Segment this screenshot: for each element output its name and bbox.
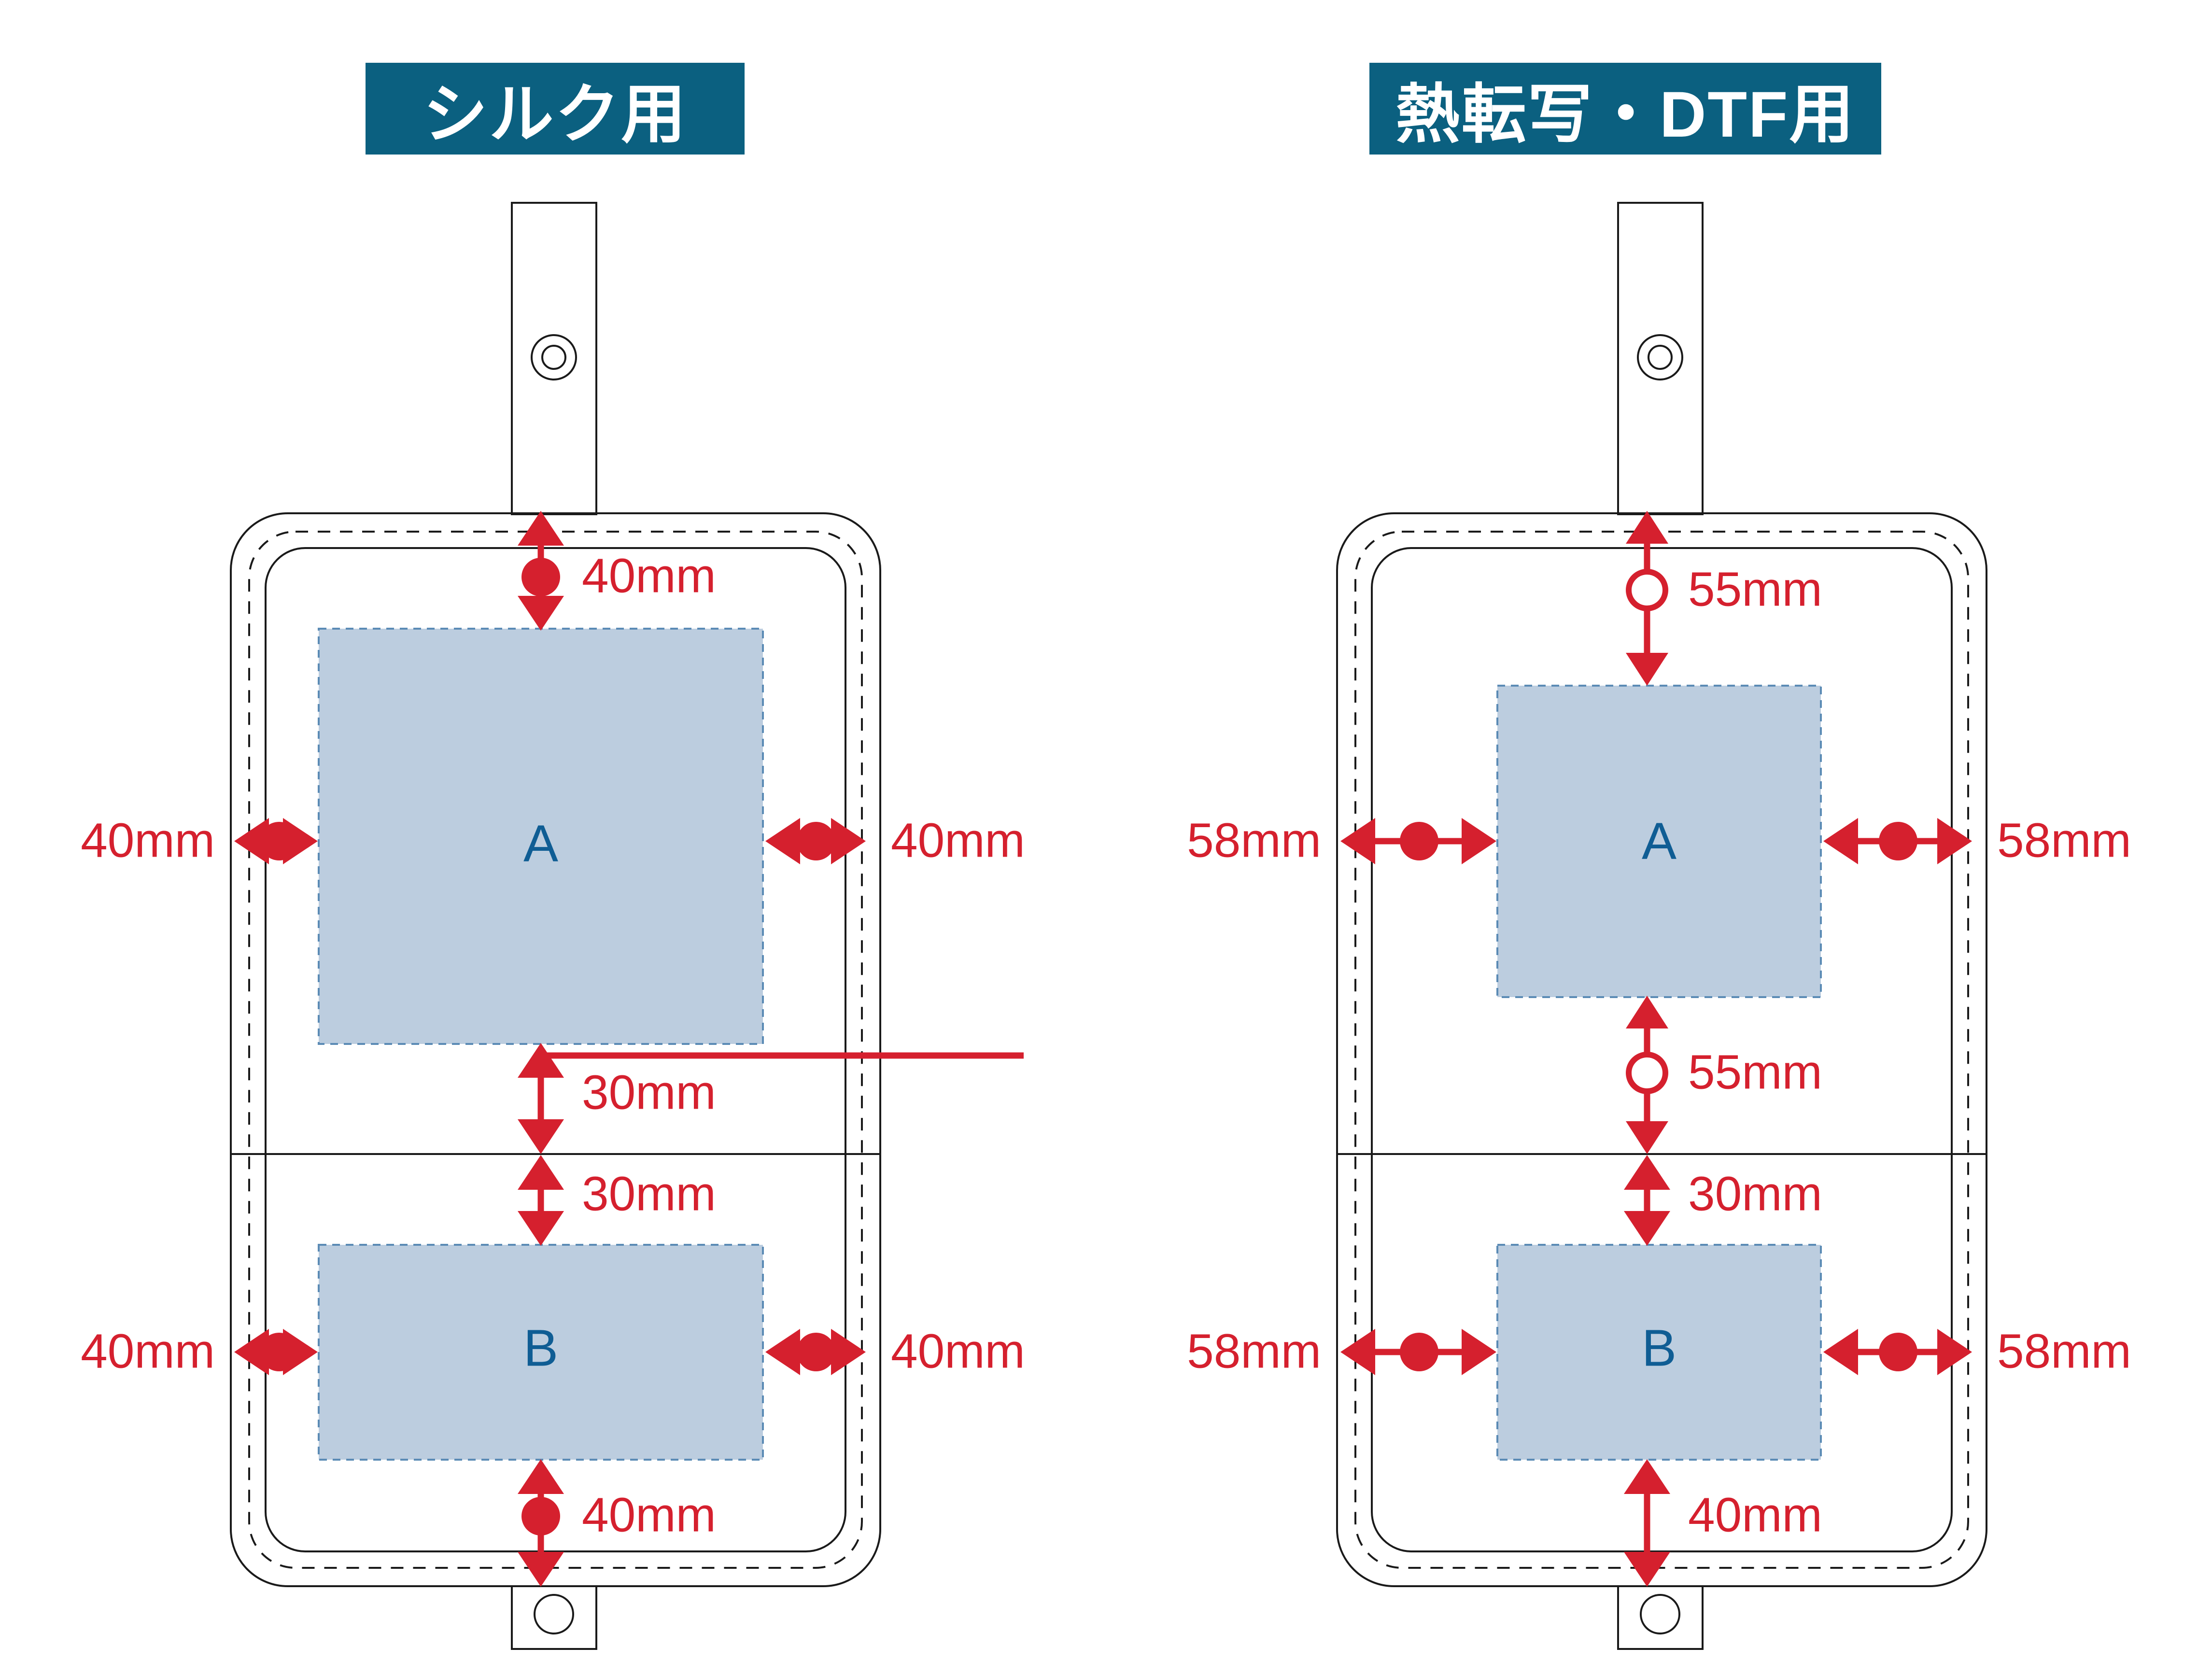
dimension-right-b-dot [1879, 1333, 1917, 1371]
dimension-mid-lower: 30mm [1624, 1155, 1822, 1246]
dimension-right-a: 58mm [1823, 813, 2131, 867]
dimension-right-b-dot [797, 1333, 835, 1371]
dimension-left-a: 58mm [1187, 813, 1496, 867]
dimension-left-a: 40mm [81, 813, 318, 867]
panel-title-heat-transfer-dtf: 熱転写・DTF用 [1369, 63, 1881, 155]
dimension-right-a-label: 40mm [891, 813, 1025, 867]
dimension-top: 40mm [518, 511, 716, 631]
silk-artwork: A B 40mm 40mm [81, 202, 1025, 1650]
bag-outline-inner [265, 547, 846, 1552]
print-area-b-label: B [1642, 1319, 1677, 1377]
print-area-b-label: B [523, 1319, 558, 1377]
dimension-right-b: 40mm [765, 1324, 1025, 1378]
top-tab [1617, 202, 1704, 515]
dimension-mid-upper-label: 30mm [582, 1065, 716, 1119]
panel-title-silk: シルク用 [366, 63, 745, 155]
dimension-left-b-dot [260, 1333, 298, 1371]
dimension-mid-upper: 55mm [1626, 996, 1822, 1154]
dimension-left-b: 58mm [1187, 1324, 1496, 1378]
dimension-right-b: 58mm [1823, 1324, 2131, 1378]
dimension-mid-upper: 30mm [518, 1043, 1024, 1154]
dimension-bottom-label: 40mm [582, 1488, 716, 1542]
dimension-mid-lower: 30mm [518, 1155, 716, 1246]
dimension-left-b-label: 58mm [1187, 1324, 1321, 1378]
print-area-a-label: A [1642, 812, 1677, 870]
print-area-b [1496, 1244, 1822, 1461]
dimension-top: 55mm [1626, 511, 1822, 686]
dimension-left-b-dot [1400, 1333, 1438, 1371]
print-area-a-label: A [523, 814, 558, 873]
dimension-left-a-dot [260, 822, 298, 860]
bag-stitch-dashed [248, 531, 863, 1569]
dimension-left-b: 40mm [81, 1324, 318, 1378]
dimension-mid-upper-label: 55mm [1688, 1045, 1822, 1099]
dtf-artwork: A B 55mm 58mm [1187, 202, 2131, 1650]
bottom-tab [1617, 1585, 1704, 1650]
panel-heat-transfer-dtf: 熱転写・DTF用 A B [1106, 0, 2212, 1676]
dimension-right-a: 40mm [765, 813, 1025, 867]
dimension-bottom-dot [521, 1497, 560, 1535]
top-tab [511, 202, 597, 515]
print-area-a [318, 628, 764, 1045]
dimension-mid-lower-label: 30mm [1688, 1167, 1822, 1221]
dimension-right-a-label: 58mm [1997, 813, 2131, 867]
dimension-left-a-label: 40mm [81, 813, 215, 867]
dimension-mid-upper-dot [1626, 1052, 1668, 1094]
print-area-a [1496, 685, 1822, 998]
grommet-double-ring-icon-outer [1637, 334, 1683, 380]
dimension-bottom: 40mm [518, 1459, 716, 1587]
dimension-top-label: 55mm [1688, 562, 1822, 616]
dimension-left-a-label: 58mm [1187, 813, 1321, 867]
grommet-ring-icon [534, 1594, 574, 1634]
dimension-mid-lower-label: 30mm [582, 1167, 716, 1221]
dimension-bottom-label: 40mm [1688, 1488, 1822, 1542]
bag-outline-inner [1371, 547, 1953, 1552]
dimension-right-a-dot [1879, 822, 1917, 860]
dimension-left-a-dot [1400, 822, 1438, 860]
dimension-bottom: 40mm [1624, 1459, 1822, 1587]
dimension-right-b-label: 58mm [1997, 1324, 2131, 1378]
grommet-double-ring-icon-inner [1648, 345, 1673, 370]
dimension-right-a-dot [797, 822, 835, 860]
dimension-top-dot [521, 558, 560, 596]
dimension-top-label: 40mm [582, 549, 716, 603]
grommet-ring-icon [1640, 1594, 1680, 1634]
dimension-right-b-label: 40mm [891, 1324, 1025, 1378]
grommet-double-ring-icon-inner [541, 345, 566, 370]
dimension-left-b-label: 40mm [81, 1324, 215, 1378]
panel-silk: シルク用 A B [81, 63, 1025, 1650]
dimension-top-dot [1626, 569, 1668, 611]
bottom-tab [511, 1585, 597, 1650]
print-area-b [318, 1244, 764, 1461]
bag-stitch-dashed [1354, 531, 1969, 1569]
grommet-double-ring-icon-outer [531, 334, 577, 380]
